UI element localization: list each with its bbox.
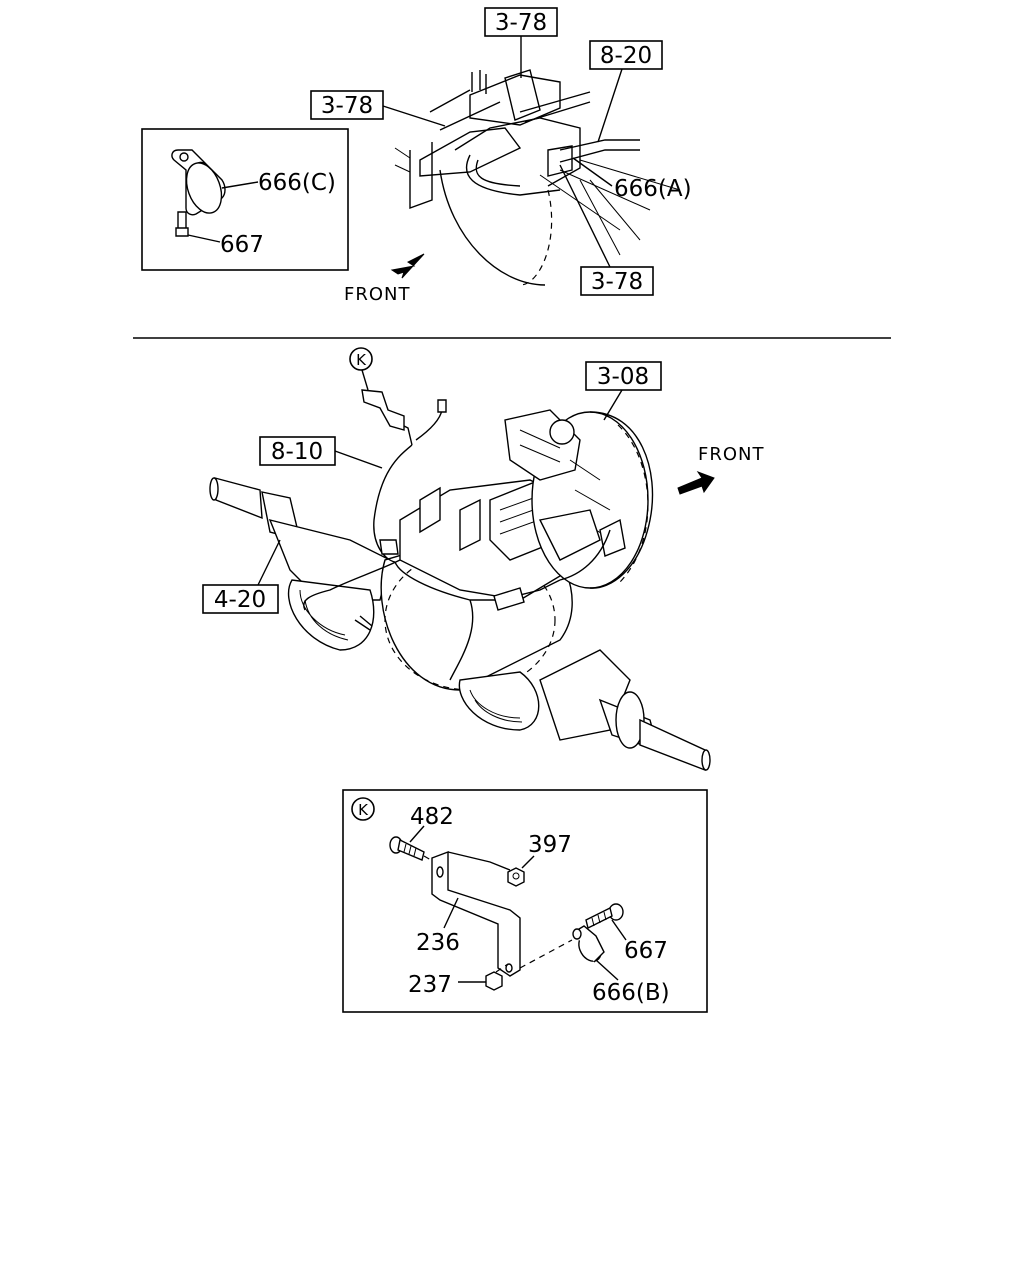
bracket-236: 236	[416, 850, 521, 977]
svg-text:3-78: 3-78	[591, 269, 643, 295]
ref-4-20: 4-20	[202, 539, 281, 614]
axle-drawing	[209, 389, 711, 772]
svg-text:667: 667	[624, 938, 668, 964]
bolt-482: 482	[389, 804, 454, 865]
svg-text:3-78: 3-78	[321, 93, 373, 119]
svg-text:8-20: 8-20	[600, 43, 652, 69]
clip-666b: 666(B)	[519, 925, 670, 1006]
svg-text:482: 482	[410, 804, 454, 830]
nut-397: 397	[507, 832, 572, 887]
ref-8-10: 8-10	[259, 436, 383, 469]
arrow-icon	[390, 253, 425, 279]
svg-text:8-10: 8-10	[271, 439, 323, 465]
svg-text:236: 236	[416, 930, 460, 956]
svg-text:3-08: 3-08	[597, 364, 649, 390]
front-arrow-top: FRONT	[344, 253, 425, 305]
svg-text:397: 397	[528, 832, 572, 858]
svg-text:K: K	[358, 801, 369, 819]
inset-clip-detail: 666(C) 667	[141, 128, 349, 271]
callout-666a: 666(A)	[572, 157, 692, 202]
svg-text:666(A): 666(A)	[614, 176, 692, 202]
detail-k-marker: K	[349, 347, 373, 391]
svg-text:4-20: 4-20	[214, 587, 266, 613]
ref-3-78-top: 3-78	[484, 7, 558, 78]
bolt-667: 667	[585, 903, 668, 964]
ref-3-08: 3-08	[585, 361, 662, 421]
svg-text:666(B): 666(B)	[592, 980, 670, 1006]
svg-text:K: K	[356, 351, 367, 369]
axle-view: 3-08 8-10 4-20 K FRONT	[202, 347, 765, 772]
front-arrow-axle: FRONT	[677, 444, 765, 495]
detail-k: K 482 236 397	[342, 789, 708, 1013]
svg-text:667: 667	[220, 232, 264, 258]
arrow-icon	[677, 470, 715, 495]
ref-3-78-bottom: 3-78	[559, 164, 654, 296]
top-view: 3-78 3-78 8-20 3-78 666(A)	[141, 7, 692, 305]
svg-text:FRONT: FRONT	[698, 444, 765, 465]
svg-text:3-78: 3-78	[495, 10, 547, 36]
nut-237: 237	[408, 963, 509, 998]
frame-assembly-drawing	[394, 69, 681, 286]
svg-text:666(C): 666(C)	[258, 170, 336, 196]
ref-8-20: 8-20	[589, 40, 663, 143]
svg-text:FRONT: FRONT	[344, 284, 411, 305]
svg-text:237: 237	[408, 972, 452, 998]
ref-3-78-left: 3-78	[310, 90, 446, 127]
